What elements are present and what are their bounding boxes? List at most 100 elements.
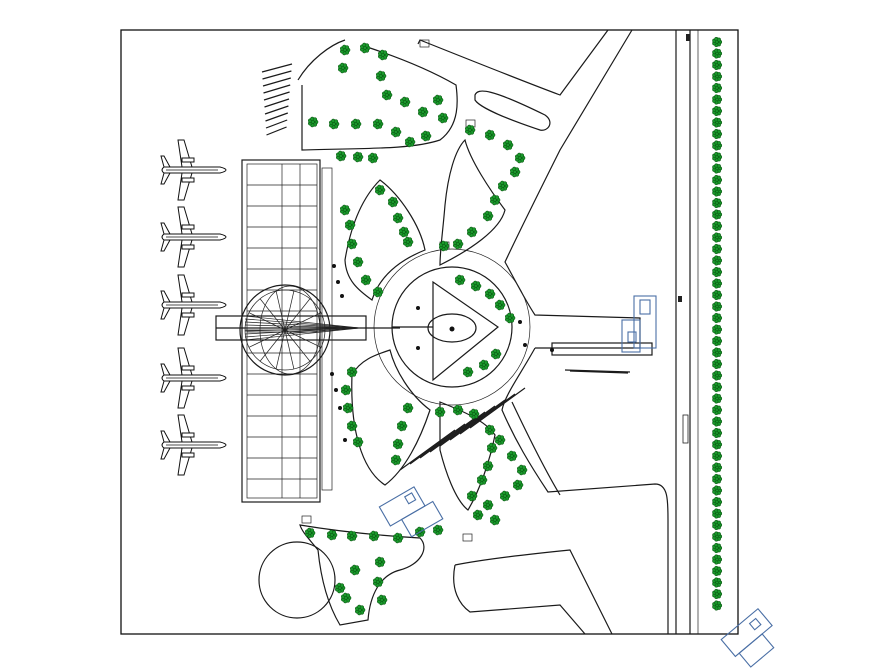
vehicle-group-corner [720,607,775,668]
tree [712,37,723,47]
ellipse [259,285,321,375]
road-sign [682,414,689,444]
tree [712,347,723,358]
tree [360,42,371,54]
crosswalk-mark [419,39,430,48]
parking-stripe [439,405,496,447]
tree [351,118,362,130]
tree [485,424,496,436]
spoke [284,298,311,331]
stripe [261,63,293,73]
ray [244,327,361,332]
tree [712,244,723,254]
tree [393,438,404,450]
tree [712,209,723,220]
tree [345,219,356,231]
tree [712,221,723,231]
tree [500,490,511,502]
tree [308,116,319,128]
tree [368,152,379,164]
tree [455,274,466,286]
tree [391,126,402,138]
road-marker [686,34,690,41]
parking-stripe [459,393,516,435]
tree [473,509,484,521]
tree [712,60,723,70]
tree [712,474,723,484]
tree [483,460,494,472]
tree [403,402,414,414]
tree [421,130,432,142]
tree [513,479,524,491]
aircraft-icon [160,414,227,476]
parking-area [399,342,653,471]
tree [375,556,386,568]
tree [340,204,351,216]
tree [712,439,723,450]
tree [517,464,528,476]
tree [453,238,464,250]
tree [376,70,387,82]
bollard [416,306,420,310]
bollard [343,438,347,442]
road-marker [678,296,682,302]
spoke [259,329,286,362]
tree [498,180,509,192]
tree [433,94,444,106]
bollard [336,280,340,284]
tree [712,485,723,496]
bollard [416,346,420,350]
tree [712,163,723,174]
spoke [284,329,322,348]
ray [244,327,361,341]
aircraft-icon [160,347,227,409]
tree [712,531,723,542]
tree [490,514,501,526]
bollard [332,264,336,268]
tree [712,336,723,346]
tree [503,139,514,151]
bollard [523,343,527,347]
tree [712,140,723,151]
tree-row [712,37,723,611]
ray [244,327,361,335]
tree [353,151,364,163]
access-roads [297,29,669,635]
tree [712,451,723,461]
bollard [518,320,522,324]
tree [438,112,449,124]
tree [393,212,404,224]
aircraft-parking [160,139,227,476]
tree [353,256,364,268]
highway [675,30,699,634]
tree [453,404,464,416]
tree [479,359,490,371]
tree [375,184,386,196]
tree [471,280,482,292]
tree [712,255,723,266]
spoke [284,312,322,331]
tree [355,604,366,616]
stripe [264,105,289,115]
tree [712,462,723,473]
tree [382,89,393,101]
tree [490,194,501,206]
tree [712,198,723,208]
spoke [248,329,286,348]
tree [712,416,723,427]
tree [373,118,384,130]
tree [418,106,429,118]
tree [712,577,723,588]
tree [485,288,496,300]
tree [338,62,349,74]
tree [712,267,723,277]
stripe [265,119,288,129]
spoke [284,329,295,370]
tree [377,594,388,606]
tree [397,420,408,432]
tree [435,406,446,418]
tree [335,582,346,594]
circular-pond [258,541,336,619]
bollard [340,294,344,298]
